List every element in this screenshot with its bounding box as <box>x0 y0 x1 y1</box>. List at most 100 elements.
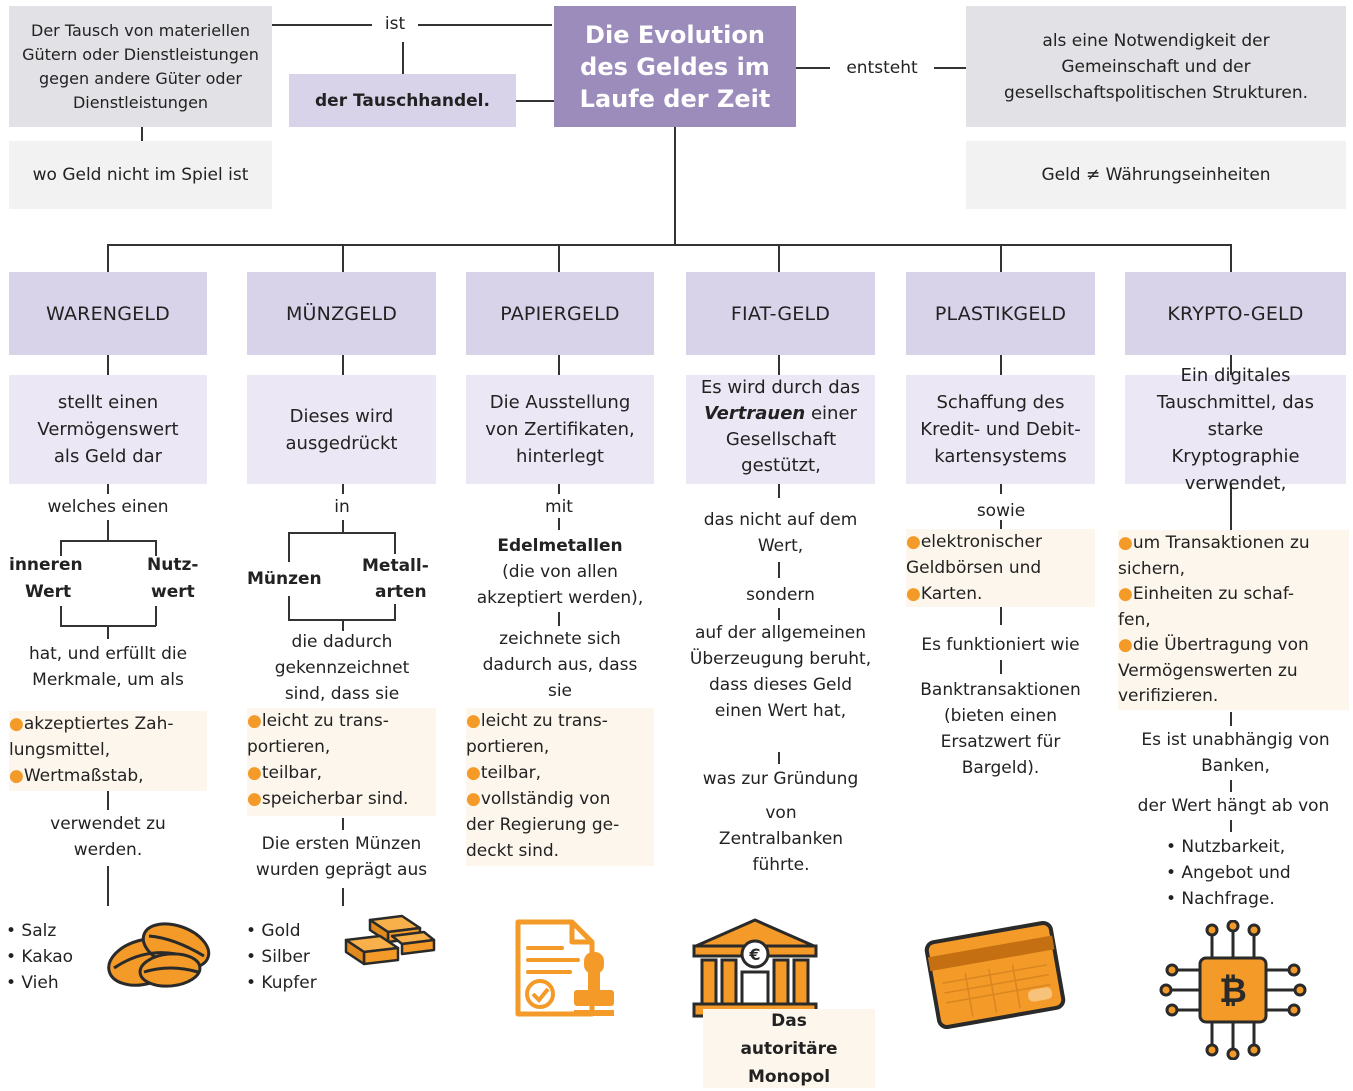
muenzgeld-desc-box: Dieses wird ausgedrückt <box>247 375 436 484</box>
warengeld-welches: welches einen <box>47 497 169 517</box>
fiatgeld-zentral: von Zentralbanken führte. <box>718 803 844 875</box>
barter-definition: Der Tausch von materiellen Gütern oder D… <box>22 20 259 112</box>
warengeld-bullet-2: ●Wertmaßstab, <box>9 766 144 786</box>
barter-label: der Tauschhandel. <box>315 90 490 111</box>
plastikgeld-sowie: sowie <box>976 501 1026 521</box>
category-label: PAPIERGELD <box>500 302 620 325</box>
muenzgeld-item-gold: • Gold <box>246 921 301 941</box>
warengeld-bullets-bg <box>9 711 207 791</box>
fiatgeld-sondern: sondern <box>746 585 815 605</box>
warengeld-verwendet: verwendet zu werden. <box>50 814 166 860</box>
fiatgeld-desc-box <box>686 375 875 484</box>
muenzgeld-in: in <box>334 497 350 517</box>
muenzgeld-item-kupfer: • Kupfer <box>246 973 317 993</box>
central-bank-icon: € <box>692 918 818 1018</box>
fiatgeld-desc-line2: Vertrauen einer <box>704 403 857 424</box>
necessity-label: als eine Notwendigkeit der Gemeinschaft … <box>1003 30 1309 103</box>
kryptogeld-unabhaengig: Es ist unabhängig von Banken, <box>1141 730 1330 776</box>
kryptogeld-bullet-2: ●Einheiten zu schaf- <box>1118 584 1295 604</box>
inner-value-line1: inneren <box>9 555 83 575</box>
kryptogeld-item-angebot: • Angebot und <box>1166 863 1291 883</box>
muenzgeld-bullets-bg <box>247 708 436 816</box>
no-money-label: wo Geld nicht im Spiel ist <box>32 165 249 185</box>
warengeld-desc: stellt einen Vermögenswert als Geld dar <box>37 392 179 467</box>
papiergeld-desc: Die Ausstellung von Zertifikaten, hinter… <box>485 392 635 467</box>
category-label: KRYPTO-GELD <box>1167 302 1304 325</box>
monopol-label: Das autoritäre Monopol <box>740 1010 838 1087</box>
papiergeld-edelmetall-note: (die von allen akzeptiert werden), <box>476 562 644 608</box>
muenzgeld-bullet-2: ●teilbar, <box>247 763 323 783</box>
money-neq-currency-label: Geld ≠ Währungseinheiten <box>1041 165 1271 185</box>
warengeld-item-salz: • Salz <box>6 921 57 941</box>
muenzgeld-bullet-1: ●leicht zu trans- <box>247 711 389 731</box>
papiergeld-bullet-3c: deckt sind. <box>466 841 560 861</box>
category-label: FIAT-GELD <box>730 302 831 325</box>
kryptogeld-desc: Ein digitales Tauschmittel, das starke K… <box>1156 365 1315 494</box>
entsteht-label: entsteht <box>846 58 918 78</box>
svg-text:₿: ₿ <box>1219 971 1247 1011</box>
plastikgeld-desc: Schaffung des Kredit- und Debit-kartensy… <box>920 392 1081 467</box>
category-plastikgeld: PLASTIKGELD <box>906 272 1095 355</box>
kryptogeld-bullets-bg <box>1118 530 1349 710</box>
papiergeld-bullet-3b: der Regierung ge- <box>466 815 620 835</box>
plastikgeld-bank: Banktransaktionen (bieten einen Ersatzwe… <box>920 680 1081 778</box>
papiergeld-desc-box: Die Ausstellung von Zertifikaten, hinter… <box>466 375 654 484</box>
money-neq-currency-box: Geld ≠ Währungseinheiten <box>966 141 1346 209</box>
muenzgeld-dadurch: die dadurch gekennzeichnet sind, dass si… <box>274 632 410 704</box>
category-fiatgeld: FIAT-GELD <box>686 272 875 355</box>
muenzgeld-bullet-3: ●speicherbar sind. <box>247 789 409 809</box>
plastikgeld-bullet-1b: Geldbörsen und <box>906 558 1042 578</box>
papiergeld-bullet-3: ●vollständig von <box>466 789 611 809</box>
muenzgeld-desc: Dieses wird ausgedrückt <box>285 405 398 454</box>
category-papiergeld: PAPIERGELD <box>466 272 654 355</box>
no-money-box: wo Geld nicht im Spiel ist <box>9 141 272 209</box>
category-label: MÜNZGELD <box>285 302 398 325</box>
cocoa-beans-icon <box>107 922 211 988</box>
kryptogeld-wert: der Wert hängt ab von <box>1137 796 1330 816</box>
credit-card-icon <box>924 920 1066 1030</box>
muenzgeld-bullet-1b: portieren, <box>247 737 331 757</box>
warengeld-bullet-1b: lungsmittel, <box>9 740 111 760</box>
category-muenzgeld: MÜNZGELD <box>247 272 436 355</box>
page-title: Die Evolution des Geldes im Laufe der Ze… <box>579 20 771 113</box>
fiatgeld-desc-line3: Gesellschaft gestützt, <box>725 429 837 476</box>
kryptogeld-bullet-3b: Vermögenswerten zu <box>1118 661 1298 681</box>
papiergeld-bullets-bg <box>466 708 654 866</box>
kryptogeld-item-nutzbarkeit: • Nutzbarkeit, <box>1166 837 1286 857</box>
category-warengeld: WARENGELD <box>9 272 207 355</box>
category-label: WARENGELD <box>46 302 170 325</box>
metal-types-line1: Metall- <box>362 556 429 576</box>
warengeld-bullet-1: ●akzeptiertes Zah- <box>9 714 174 734</box>
kryptogeld-bullet-3: ●die Übertragung von <box>1118 635 1309 655</box>
inner-value-line2: Wert <box>25 582 72 602</box>
category-label: PLASTIKGELD <box>934 302 1067 325</box>
use-value-line2: wert <box>151 582 195 602</box>
fiatgeld-nicht: das nicht auf dem Wert, <box>703 510 858 556</box>
papiergeld-mit: mit <box>545 497 573 517</box>
coins-label: Münzen <box>247 569 322 589</box>
use-value-line1: Nutz- <box>147 555 199 575</box>
title-box: Die Evolution des Geldes im Laufe der Ze… <box>554 6 796 127</box>
muenzgeld-item-silber: • Silber <box>246 947 310 967</box>
metal-types-line2: arten <box>375 582 427 602</box>
kryptogeld-bullet-3c: verifizieren. <box>1118 686 1219 706</box>
fiatgeld-desc-line1: Es wird durch das <box>700 377 861 398</box>
certificate-stamp-icon <box>515 919 614 1017</box>
necessity-box: als eine Notwendigkeit der Gemeinschaft … <box>966 6 1346 127</box>
plastikgeld-desc-box: Schaffung des Kredit- und Debit-kartensy… <box>906 375 1095 484</box>
kryptogeld-item-nachfrage: • Nachfrage. <box>1166 889 1275 909</box>
monopol-box: Das autoritäre Monopol <box>703 1009 875 1088</box>
warengeld-item-vieh: • Vieh <box>6 973 59 993</box>
plastikgeld-funktioniert: Es funktioniert wie <box>921 635 1080 655</box>
papiergeld-edelmetall: Edelmetallen <box>497 536 623 556</box>
warengeld-hat: hat, und erfüllt die Merkmale, um als <box>28 644 188 690</box>
kryptogeld-desc-box: Ein digitales Tauschmittel, das starke K… <box>1125 365 1346 494</box>
kryptogeld-bullet-1: ●um Transaktionen zu <box>1118 533 1310 553</box>
plastikgeld-bullets-bg <box>906 529 1095 607</box>
svg-text:€: € <box>748 945 760 964</box>
barter-definition-box: Der Tausch von materiellen Gütern oder D… <box>9 6 272 127</box>
papiergeld-zeichnete: zeichnete sich dadurch aus, dass sie <box>482 629 638 701</box>
papiergeld-bullet-1b: portieren, <box>466 737 550 757</box>
category-kryptogeld: KRYPTO-GELD <box>1125 272 1346 355</box>
fiatgeld-gruendung: was zur Gründung <box>702 769 859 789</box>
